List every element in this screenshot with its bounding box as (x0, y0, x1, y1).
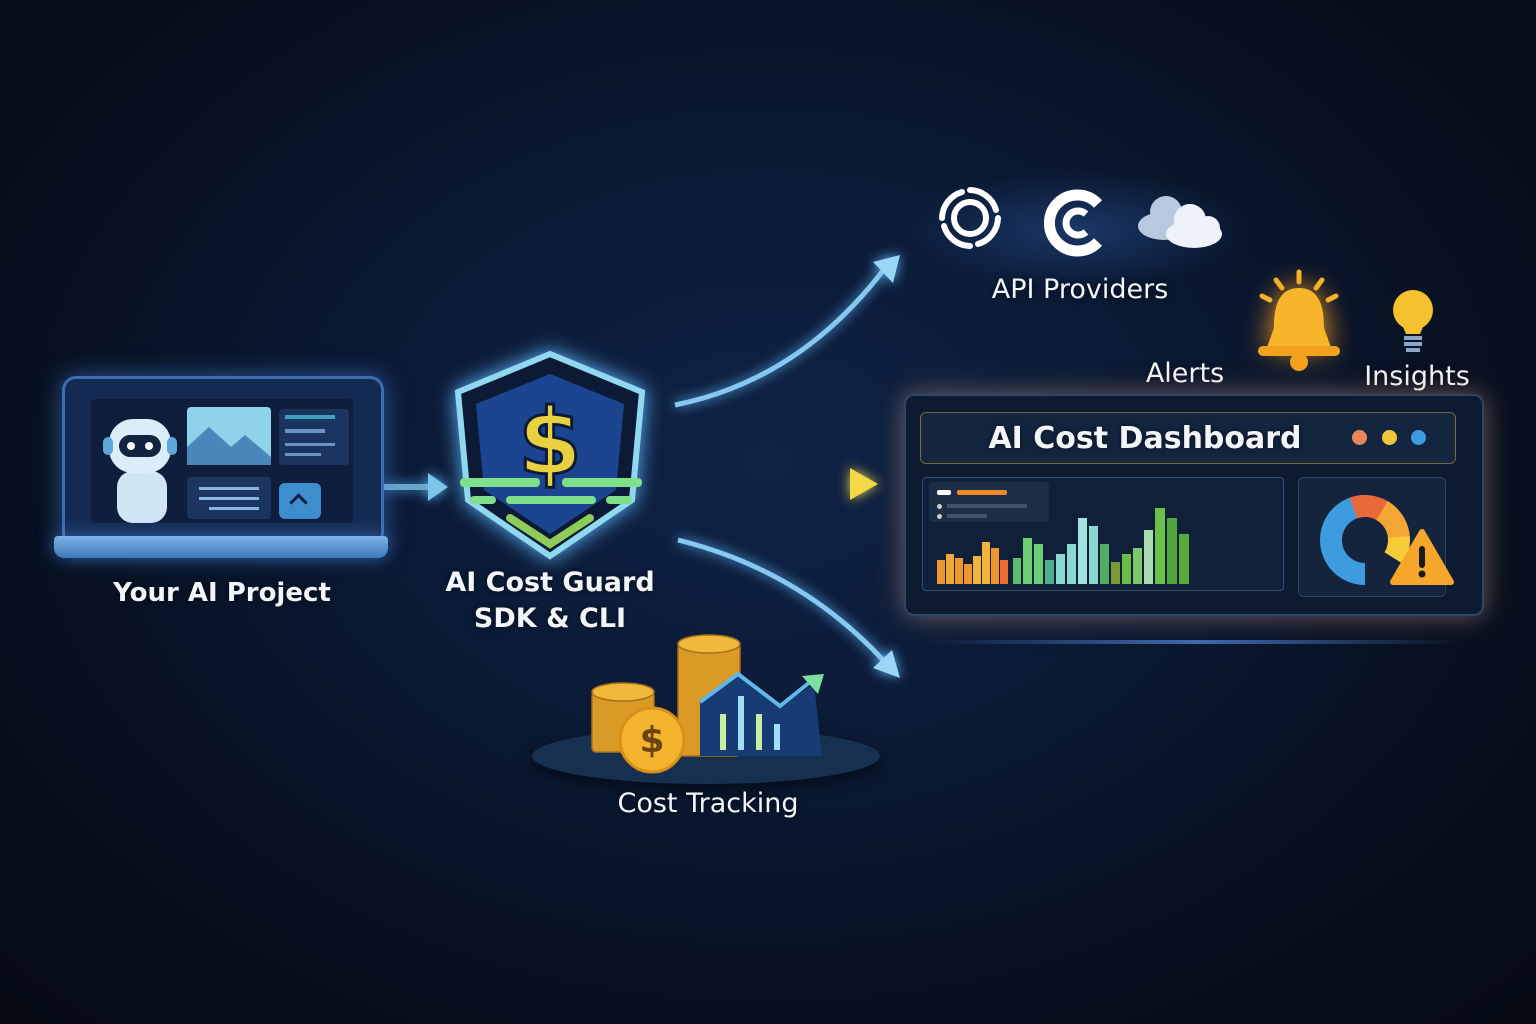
shield-dollar-icon: $ (454, 350, 646, 560)
arrow-guard-to-tracking (677, 537, 900, 678)
warning-icon (1390, 529, 1454, 585)
bar-chart-panel (922, 477, 1284, 591)
lightbulb-icon (1393, 290, 1433, 352)
image-card (187, 407, 271, 465)
list-card (279, 409, 349, 465)
providers-label: API Providers (991, 274, 1169, 305)
alerts-label: Alerts (1145, 358, 1225, 389)
app-tile (279, 483, 321, 519)
bar-chart (937, 508, 1189, 584)
robot-icon (103, 419, 177, 523)
laptop-robot-icon (62, 376, 384, 546)
chart-legend (929, 482, 1049, 522)
insights-label: Insights (1364, 361, 1470, 392)
openai-swirl-icon (939, 187, 1001, 249)
window-dot-orange[interactable] (1352, 430, 1367, 445)
arrow-project-to-guard (382, 473, 448, 501)
guard-label-line1: AI Cost Guard (445, 567, 655, 598)
dashboard-underline (930, 640, 1460, 644)
donut-chart (1320, 495, 1410, 585)
dashboard-title: AI Cost Dashboard (988, 421, 1302, 456)
window-dot-yellow[interactable] (1382, 430, 1397, 445)
chat-card (187, 477, 271, 519)
svg-text:$: $ (639, 720, 664, 761)
coins-chart-icon: $ (591, 634, 824, 774)
donut-panel (1298, 477, 1454, 597)
c-logo-icon (1044, 189, 1103, 257)
window-dot-blue[interactable] (1411, 430, 1426, 445)
arrow-guard-to-dashboard (662, 468, 878, 500)
project-label: Your AI Project (113, 578, 331, 608)
tracking-label: Cost Tracking (617, 788, 799, 819)
bell-icon (1258, 269, 1340, 371)
laptop-base (54, 536, 388, 558)
guard-label-line2: SDK & CLI (473, 603, 627, 634)
arrow-guard-to-providers (674, 255, 900, 408)
cloud-icon (1138, 196, 1222, 248)
